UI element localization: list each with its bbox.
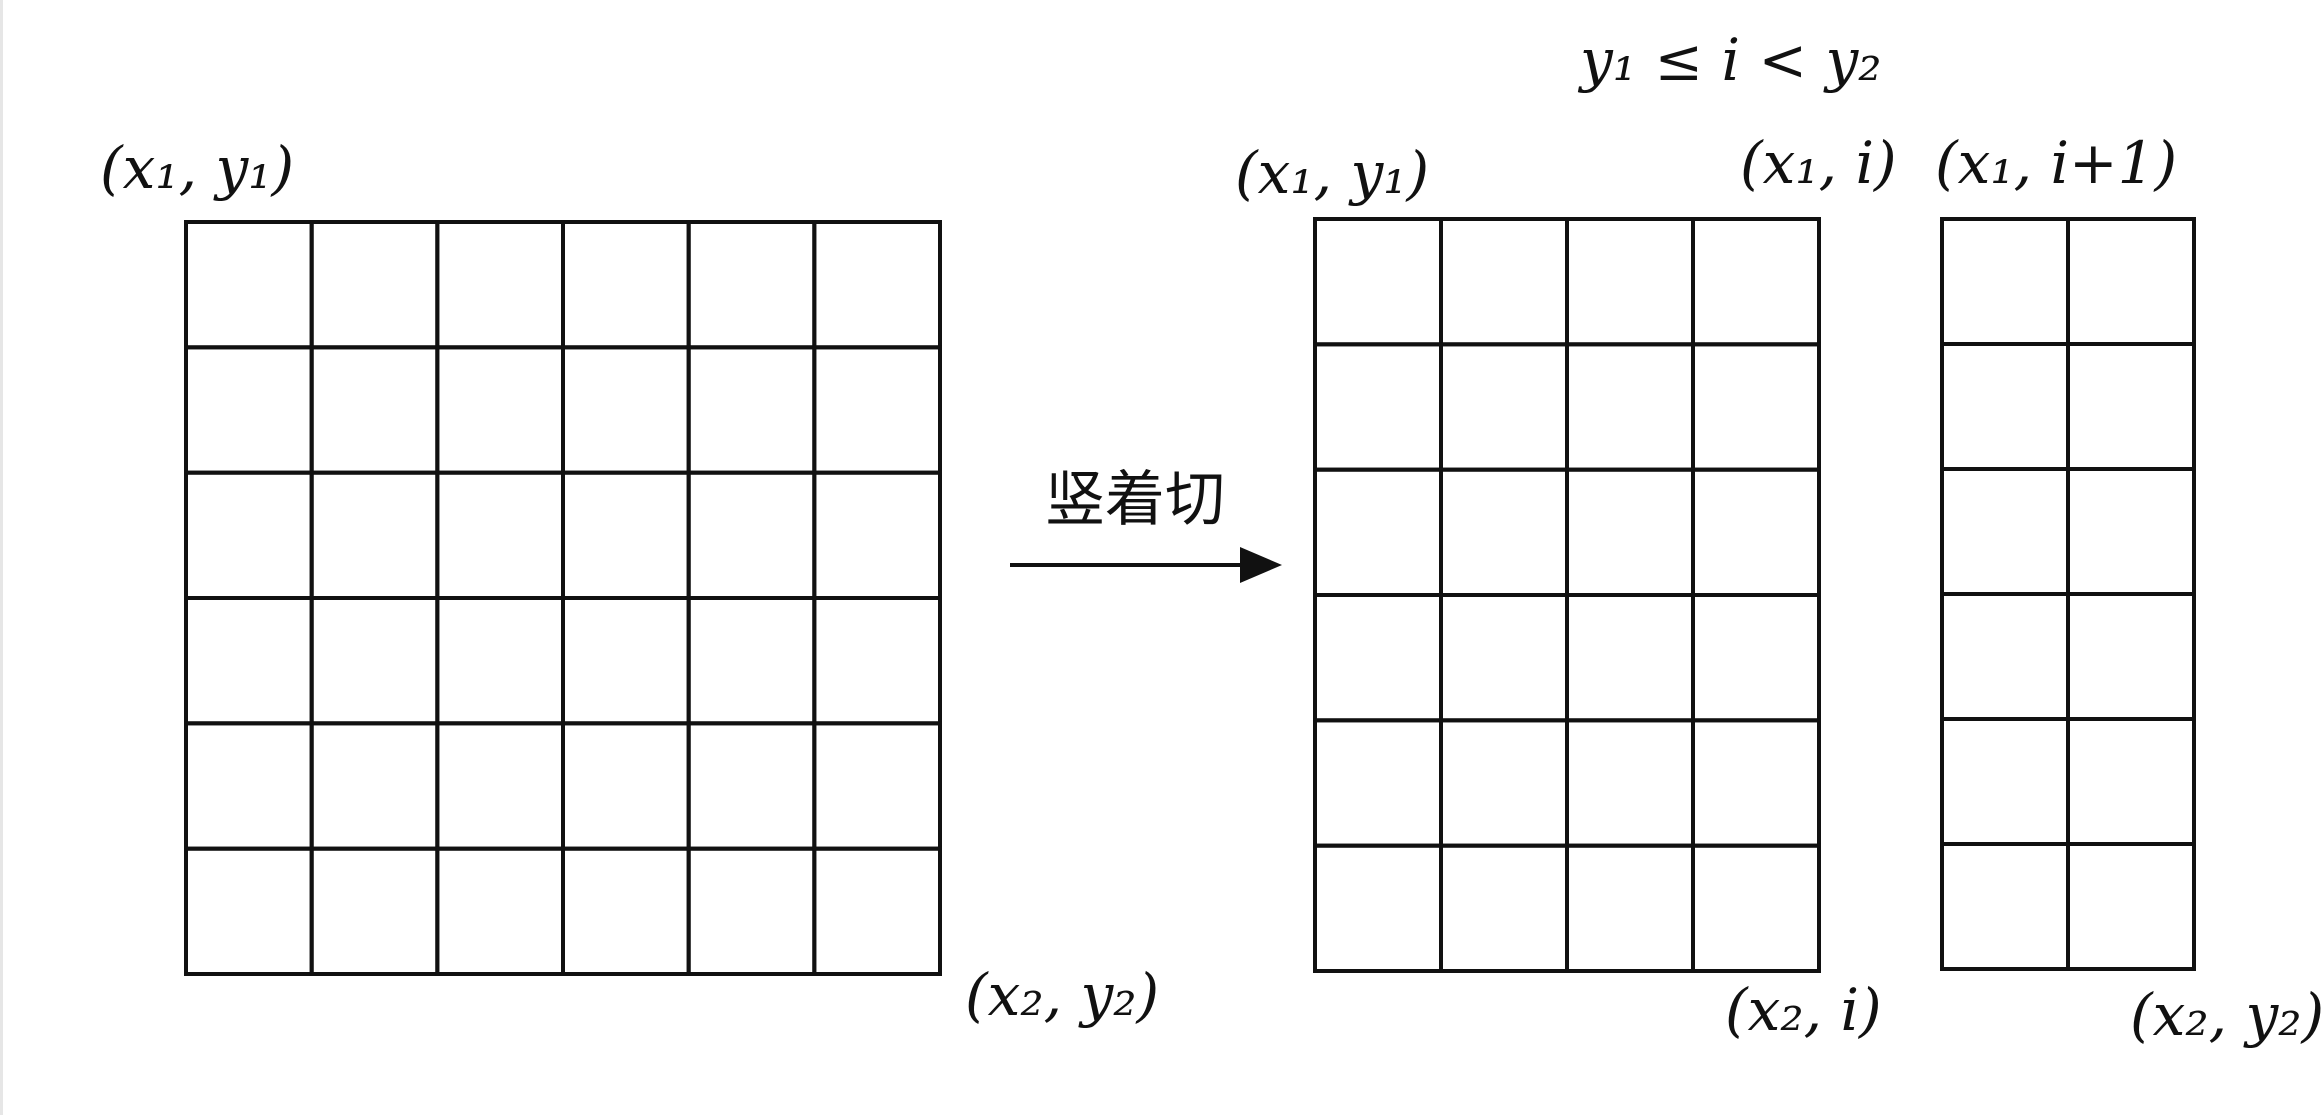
grid-cell: [1313, 718, 1443, 848]
grid-cell: [686, 470, 817, 600]
grid-cell: [435, 470, 566, 600]
grid-cell: [561, 596, 691, 726]
grid-cell: [309, 345, 440, 475]
grid-cell: [2066, 842, 2196, 971]
grid-cell: [561, 345, 691, 475]
grid-cell: [184, 846, 314, 977]
grid-cell: [686, 220, 817, 350]
grid-cell: [435, 596, 566, 726]
grid-cell: [435, 220, 566, 350]
grid-cell: [1691, 718, 1821, 848]
grid-cell: [1439, 342, 1569, 472]
grid-cell: [1940, 592, 2070, 721]
grid-cell: [2066, 342, 2196, 471]
grid-cell: [812, 721, 942, 851]
arrow-head-icon: [1240, 547, 1282, 583]
split-condition: y₁ ≤ i < y₂: [1577, 26, 1882, 94]
original-grid-bottom-right-label: (x₂, y₂): [965, 961, 1159, 1029]
grid-cell: [309, 846, 440, 977]
grid-cell: [1691, 217, 1821, 347]
left-part-top-left-label: (x₁, y₁): [1235, 139, 1429, 207]
grid-cell: [1313, 843, 1443, 974]
grid-cell: [1313, 217, 1443, 347]
grid-cell: [1439, 843, 1569, 974]
right-part-bottom-right-label: (x₂, y₂): [2130, 981, 2322, 1049]
grid-cell: [309, 220, 440, 350]
grid-cell: [1439, 467, 1569, 597]
grid-cell: [1691, 843, 1821, 974]
grid-cell: [435, 721, 566, 851]
grid-cell: [184, 596, 314, 726]
grid-cell: [309, 596, 440, 726]
grid-cell: [561, 470, 691, 600]
grid-cell: [1940, 717, 2070, 846]
grid-cell: [1565, 217, 1695, 347]
grid-cell: [184, 345, 314, 475]
grid-cell: [686, 721, 817, 851]
arrow-label: 竖着切: [1045, 465, 1225, 535]
grid-cell: [561, 846, 691, 977]
grid-cell: [686, 846, 817, 977]
grid-cell: [812, 345, 942, 475]
grid-cell: [1940, 217, 2070, 346]
grid-cell: [2066, 717, 2196, 846]
grid-cell: [561, 721, 691, 851]
grid-cell: [1691, 467, 1821, 597]
grid-cell: [2066, 467, 2196, 596]
grid-cell: [184, 470, 314, 600]
grid-cell: [812, 596, 942, 726]
grid-cell: [812, 470, 942, 600]
grid-cell: [1565, 718, 1695, 848]
left-part-grid: [1313, 217, 1821, 974]
grid-cell: [1691, 342, 1821, 472]
grid-cell: [1940, 467, 2070, 596]
grid-cell: [1313, 593, 1443, 723]
grid-cell: [1940, 842, 2070, 971]
grid-cell: [1439, 718, 1569, 848]
right-part-top-left-label: (x₁, i+1): [1935, 129, 2177, 197]
grid-cell: [812, 220, 942, 350]
grid-cell: [309, 470, 440, 600]
original-grid-top-left-label: (x₁, y₁): [100, 134, 294, 202]
grid-cell: [1439, 217, 1569, 347]
grid-cell: [2066, 592, 2196, 721]
grid-cell: [184, 721, 314, 851]
grid-cell: [309, 721, 440, 851]
left-part-top-right-label: (x₁, i): [1740, 129, 1897, 197]
original-grid: [184, 220, 942, 977]
grid-cell: [2066, 217, 2196, 346]
grid-cell: [686, 345, 817, 475]
grid-cell: [184, 220, 314, 350]
grid-cell: [812, 846, 942, 977]
grid-cell: [1313, 467, 1443, 597]
grid-cell: [1565, 342, 1695, 472]
grid-cell: [435, 345, 566, 475]
grid-cell: [1313, 342, 1443, 472]
grid-cell: [1691, 593, 1821, 723]
grid-cell: [435, 846, 566, 977]
right-part-grid: [1940, 217, 2196, 971]
left-part-bottom-right-label: (x₂, i): [1725, 976, 1882, 1044]
grid-cell: [1565, 843, 1695, 974]
grid-cell: [1439, 593, 1569, 723]
grid-cell: [1565, 593, 1695, 723]
grid-cell: [561, 220, 691, 350]
grid-cell: [1940, 342, 2070, 471]
grid-cell: [686, 596, 817, 726]
grid-cell: [1565, 467, 1695, 597]
